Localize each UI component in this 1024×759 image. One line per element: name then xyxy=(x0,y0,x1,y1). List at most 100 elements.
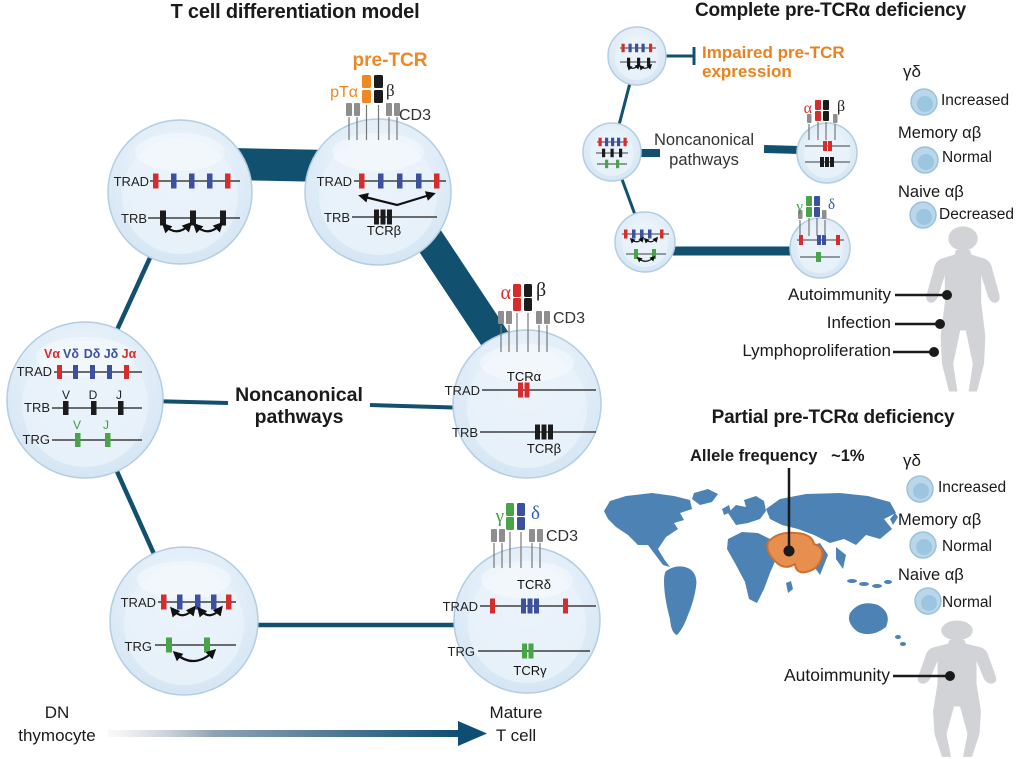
product-label-tcrd: TCRδ xyxy=(517,577,551,592)
gene-label-trb: TRB xyxy=(24,400,50,415)
allele-frequency-value: ~1% xyxy=(831,447,865,465)
cell-icon xyxy=(911,146,939,174)
gene-label-trb: TRB xyxy=(121,211,147,226)
condition-pointers xyxy=(783,290,955,681)
differentiation-arrow xyxy=(108,721,487,746)
beta-label: β xyxy=(536,279,546,301)
gamma-label: γ xyxy=(795,199,803,215)
segment-label-j: J xyxy=(116,388,122,402)
product-label-tcrb: TCRβ xyxy=(527,441,561,456)
southeast-asia xyxy=(836,547,846,569)
cell-icon xyxy=(910,88,938,116)
japan xyxy=(890,513,898,525)
footer-line-1: Mature xyxy=(489,703,543,722)
human-silhouette-partial xyxy=(917,620,997,757)
gene-label-trad: TRAD xyxy=(121,595,156,610)
legend-naive-status: Decreased xyxy=(939,206,1014,223)
segment-label-j: J xyxy=(103,418,109,432)
gene-label-trg: TRG xyxy=(125,639,152,654)
left-noncanonical-label: Noncanonical pathways xyxy=(220,384,378,429)
segment-label-vd: Vδ xyxy=(63,347,79,361)
gene-label-trad: TRAD xyxy=(443,599,478,614)
pre-tcr-label: pre-TCR xyxy=(353,50,428,71)
legend-naive-status: Normal xyxy=(942,594,992,611)
gamma-label: γ xyxy=(495,506,504,527)
delta-label: δ xyxy=(828,197,835,213)
gammadelta-tcr-receptor: γ δ CD3 xyxy=(491,503,578,568)
segment-label-jd: Jδ xyxy=(104,347,119,361)
delta-label: δ xyxy=(531,503,540,524)
cell-icon xyxy=(909,201,937,229)
complete-noncanonical-label: Noncanonical pathways xyxy=(641,131,767,171)
world-map xyxy=(604,489,906,646)
noncanonical-line-1: Noncanonical xyxy=(235,384,363,406)
mini-cell-trg-rearranging xyxy=(622,229,669,263)
product-label-tcra: TCRα xyxy=(507,369,542,384)
footer-line-1: DN xyxy=(44,703,70,722)
british-isles xyxy=(722,505,731,515)
mini-gammadelta-receptor: γ δ xyxy=(795,196,835,236)
footer-line-2: thymocyte xyxy=(18,725,96,745)
dn-thymocyte-label: DN thymocyte xyxy=(6,702,108,748)
noncanonical-line-1: Noncanonical xyxy=(654,131,754,149)
madagascar xyxy=(786,581,793,593)
footer-line-2: T cell xyxy=(495,725,537,745)
segment-label-dd: Dδ xyxy=(84,347,101,361)
cell-icon xyxy=(909,531,937,559)
condition-infection: Infection xyxy=(826,313,891,332)
cell-pretcr-stage: TRAD TRB TCRβ xyxy=(317,173,446,238)
segment-label-d: D xyxy=(89,388,98,402)
pta-label: pTα xyxy=(330,84,358,101)
gene-label-trb: TRB xyxy=(324,210,350,225)
alphabeta-tcr-receptor: α β CD3 xyxy=(498,279,585,352)
cell-icon xyxy=(906,475,934,503)
legend-memory-status: Normal xyxy=(942,538,992,555)
allele-frequency-region xyxy=(766,531,824,574)
partial-panel-title: Partial pre-TCRα deficiency xyxy=(711,407,955,428)
mature-t-cell-label: Mature T cell xyxy=(474,702,558,748)
segment-label-va: Vα xyxy=(44,347,60,361)
left-panel-title: T cell differentiation model xyxy=(170,1,420,23)
product-label-tcrb: TCRβ xyxy=(367,223,401,238)
legend-naive-label: Naive αβ xyxy=(898,183,964,201)
mini-cell-alphabeta xyxy=(805,141,850,167)
greenland xyxy=(692,489,718,505)
legend-naive-label: Naive αβ xyxy=(898,566,964,584)
legend-memory-status: Normal xyxy=(942,149,992,166)
condition-autoimmunity: Autoimmunity xyxy=(783,665,890,685)
cd3-label: CD3 xyxy=(546,528,578,545)
condition-lymphoproliferation: Lymphoproliferation xyxy=(742,341,891,360)
cell-germline: Vα Vδ Dδ Jδ Jα TRAD V D J TRB V J TRG xyxy=(17,347,142,447)
product-label-tcrg: TCRγ xyxy=(513,663,547,678)
beta-label: β xyxy=(386,81,395,100)
impaired-line-2: expression xyxy=(702,61,792,81)
legend-memory-label: Memory αβ xyxy=(898,124,982,142)
cd3-label: CD3 xyxy=(399,107,431,124)
legend-cell-icons xyxy=(906,88,942,615)
noncanonical-line-2: pathways xyxy=(254,406,344,429)
mini-cell-germline xyxy=(596,137,628,169)
impaired-pre-tcr-label: Impaired pre-TCR expression xyxy=(702,43,902,81)
gene-label-trg: TRG xyxy=(23,432,50,447)
beta-label: β xyxy=(837,98,845,115)
human-silhouette-complete xyxy=(926,226,1000,392)
cell-trg-rearranging: TRAD TRG xyxy=(121,594,236,663)
cell-dn-trb-rearranging: TRAD TRB xyxy=(114,173,240,234)
alpha-label: α xyxy=(501,282,512,304)
gene-label-trb: TRB xyxy=(452,425,478,440)
gene-label-trg: TRG xyxy=(448,644,475,659)
north-america xyxy=(604,493,692,567)
cell-alphabeta: TCRα TRAD TRB TCRβ xyxy=(445,369,596,456)
south-america xyxy=(664,566,697,635)
alpha-label: α xyxy=(804,100,813,117)
australia xyxy=(849,603,888,635)
gene-label-trad: TRAD xyxy=(317,174,352,189)
cell-gammadelta: TCRδ TRAD TRG TCRγ xyxy=(443,577,596,678)
asia xyxy=(766,493,896,545)
mini-cell-gammadelta xyxy=(797,235,844,262)
pre-tcr-receptor: pre-TCR pTα β CD3 xyxy=(330,50,431,140)
cd3-label: CD3 xyxy=(553,310,585,327)
noncanonical-line-2: pathways xyxy=(669,150,739,169)
mini-cell-pretcr-blocked xyxy=(620,43,656,71)
